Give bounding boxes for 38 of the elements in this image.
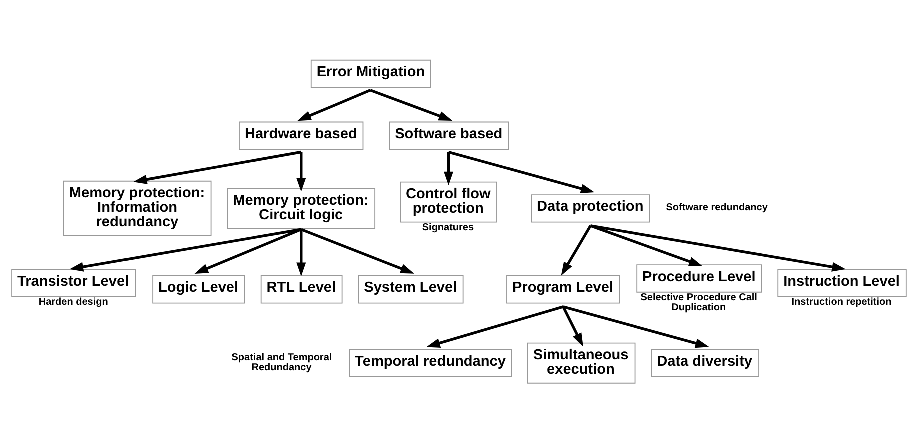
- node-box: RTL Level: [260, 275, 343, 304]
- node-box: Program Level: [506, 275, 620, 304]
- node-box: Instruction Level: [778, 268, 907, 297]
- node-box: Logic Level: [152, 275, 246, 304]
- arrow: [194, 228, 302, 274]
- node-box: Memory protection: Information redundancy: [63, 180, 212, 236]
- arrow: [296, 229, 306, 276]
- label: Software redundancy: [666, 202, 768, 213]
- node-box: Memory protection: Circuit logic: [227, 188, 376, 229]
- arrow: [300, 228, 414, 274]
- node-box: Temporal redundancy: [349, 348, 512, 377]
- node-box: Data protection: [531, 194, 650, 222]
- node-box: System Level: [358, 275, 464, 304]
- arrow: [370, 88, 453, 120]
- arrow: [134, 150, 302, 184]
- node-label: Harden design: [38, 296, 108, 308]
- arrow: [590, 224, 846, 272]
- arrow: [444, 152, 454, 185]
- node-box: Data diversity: [651, 348, 760, 377]
- arrow: [562, 306, 584, 347]
- arrow: [70, 228, 302, 272]
- node-box: Control flow protection: [400, 181, 498, 222]
- node-label: Instruction repetition: [792, 296, 892, 308]
- arrow: [448, 150, 595, 193]
- arrow: [296, 152, 306, 192]
- arrow: [561, 224, 592, 276]
- node-box: Transistor Level: [12, 268, 136, 297]
- node-box: Simultaneous execution: [527, 342, 636, 384]
- arrow: [426, 305, 564, 348]
- node-label: Selective Procedure Call Duplication: [640, 292, 758, 313]
- node-box: Error Mitigation: [310, 59, 432, 88]
- label: Spatial and Temporal Redundancy: [232, 352, 332, 373]
- arrow: [563, 305, 710, 348]
- node-box: Hardware based: [239, 121, 364, 150]
- node-label: Signatures: [422, 222, 474, 233]
- node-box: Procedure Level: [636, 264, 762, 292]
- node-box: Software based: [389, 121, 510, 150]
- arrow: [298, 88, 372, 121]
